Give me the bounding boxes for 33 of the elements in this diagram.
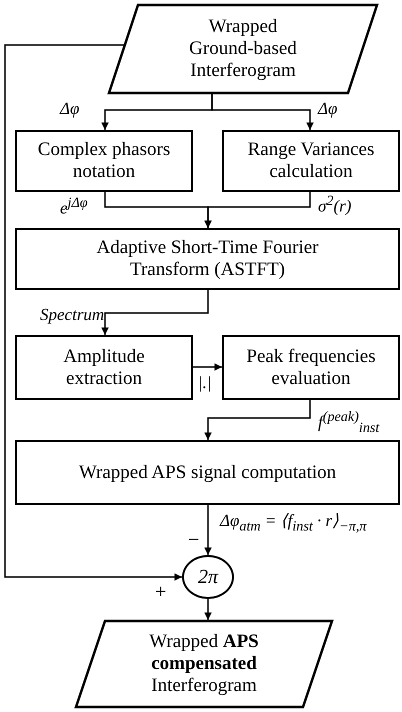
edge-label: Spectrum (40, 306, 104, 323)
process-box (15, 440, 400, 505)
operator-label: 2π (198, 566, 218, 588)
edge-label: Δφ (318, 100, 338, 117)
process-box (15, 335, 193, 400)
arrow (193, 363, 222, 371)
arrow (211, 94, 314, 130)
process-box (222, 130, 400, 192)
node-label: Complex phasors notation (36, 139, 172, 183)
operator-circle (182, 555, 234, 599)
edge-label: Δφ (60, 100, 80, 117)
node-label: Amplitude extraction (62, 346, 146, 390)
node-label: Wrapped APS signal computation (78, 462, 336, 484)
node-label: Range Variances calculation (246, 139, 376, 183)
arrow (101, 290, 209, 335)
sign-label: − (188, 530, 200, 550)
node-label: Peak frequencies evaluation (245, 346, 377, 390)
arrow (4, 44, 182, 581)
process-box (15, 130, 193, 192)
edge-label: σ$^{2}$(r) (318, 194, 352, 215)
edge-label: Δφ$_{atm}$ = ⟨f$_{inst}$ · r⟩$_{−π,π}$ (220, 512, 366, 534)
process-box (15, 228, 400, 290)
arrow (204, 505, 212, 555)
edge-label: e$^{jΔφ}$ (60, 196, 88, 217)
node-label: Adaptive Short-Time Fourier Transform (ASTFT) (95, 237, 320, 281)
sign-label: + (155, 582, 166, 602)
process-box (222, 335, 400, 400)
arrow (204, 599, 212, 620)
node-label: Wrapped APS compensated Interferogram (148, 631, 260, 697)
node-label: Wrapped Ground-based Interferogram (188, 16, 298, 82)
edge-label: |.| (198, 374, 212, 391)
arrow (204, 400, 311, 440)
arrow (204, 192, 311, 228)
